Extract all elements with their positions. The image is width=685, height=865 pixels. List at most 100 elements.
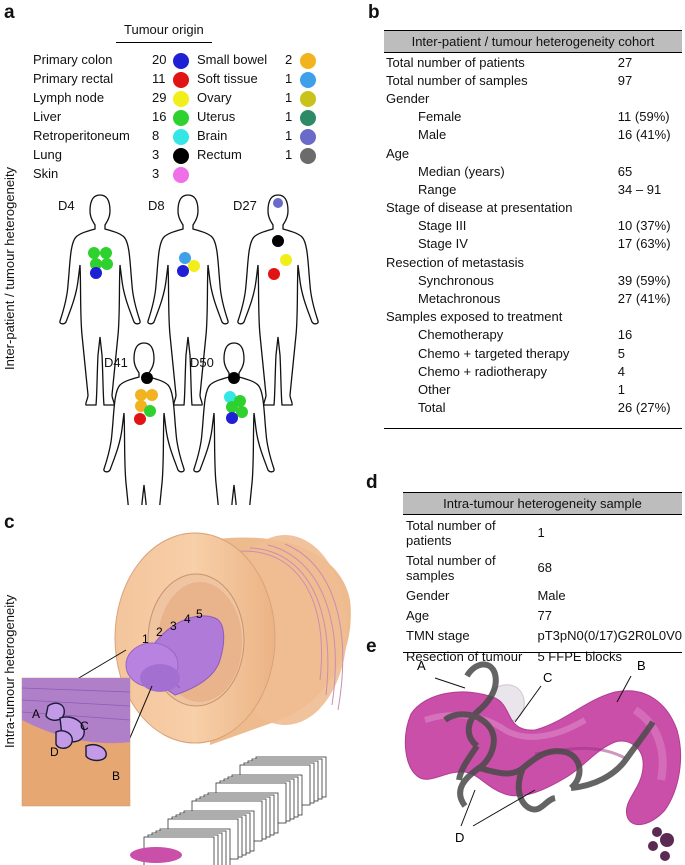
origin-count: 20 xyxy=(152,52,167,67)
row-label: Chemo + radiotherapy xyxy=(418,363,547,379)
d50-dot xyxy=(228,372,240,384)
ring-number-5: 5 xyxy=(196,607,203,621)
row-label: Synchronous xyxy=(418,272,494,288)
origin-count: 1 xyxy=(285,109,293,124)
table-row: Median (years)65 xyxy=(384,162,682,180)
row-label: Male xyxy=(418,127,447,143)
row-value: 77 xyxy=(537,608,552,624)
d50-dot xyxy=(226,412,238,424)
d8-dot xyxy=(177,265,189,277)
origin-name: Lung xyxy=(33,147,62,162)
body-figures xyxy=(59,194,319,505)
table-row: Chemo + targeted therapy 5 xyxy=(384,344,682,362)
row-value: 17 (63%) xyxy=(617,236,671,252)
d27-dot xyxy=(272,235,284,247)
section-letter-b: B xyxy=(637,658,646,673)
row-value xyxy=(606,308,682,326)
cohort-table-bottom-rule xyxy=(384,428,682,429)
d50-dot xyxy=(224,391,236,403)
cohort-table-header: Inter-patient / tumour heterogeneity coh… xyxy=(384,30,682,53)
origin-name: Liver xyxy=(33,109,62,124)
row-value: 65 xyxy=(617,163,633,179)
origin-color-dot xyxy=(173,110,189,126)
row-value: pT3pN0(0/17)G2R0L0V0 xyxy=(537,628,682,644)
table-row: Gender xyxy=(384,89,682,107)
origin-count: 1 xyxy=(285,128,293,143)
origin-count: 29 xyxy=(152,90,167,105)
inset-letter-d: D xyxy=(50,745,59,759)
section-letter-a: A xyxy=(417,658,426,673)
ring-number-1: 1 xyxy=(142,632,149,646)
row-label: Total number of samples xyxy=(386,72,528,88)
d41-dot xyxy=(146,389,158,401)
row-value xyxy=(606,199,682,217)
inset-letter-a: A xyxy=(32,707,40,721)
row-label: Gender xyxy=(386,90,430,106)
origin-color-dot xyxy=(300,110,316,126)
d4-dot xyxy=(101,258,113,270)
origin-color-dot xyxy=(173,167,189,183)
table-row: Synchronous 39 (59%) xyxy=(384,271,682,289)
origin-color-dot xyxy=(173,53,189,69)
row-label: Chemo + targeted therapy xyxy=(418,345,570,361)
figure-d4 xyxy=(59,194,141,406)
figure-d8 xyxy=(147,194,229,406)
patient-label-d27: D27 xyxy=(233,198,257,213)
origin-color-dot xyxy=(300,148,316,164)
legend-title-rule xyxy=(116,42,212,43)
panel-letter-b: b xyxy=(368,2,380,23)
row-label: Stage of disease at presentation xyxy=(386,200,573,216)
table-row: Stage IV 17 (63%) xyxy=(384,235,682,253)
origin-name: Primary rectal xyxy=(33,71,114,86)
slide-tissue xyxy=(130,847,182,863)
d50-dot xyxy=(236,406,248,418)
row-value xyxy=(606,144,682,162)
row-value: 68 xyxy=(537,560,552,576)
d27-dot xyxy=(268,268,280,280)
origin-name: Lymph node xyxy=(33,90,105,105)
inset-letter-c: C xyxy=(80,719,89,733)
row-value: 11 (59%) xyxy=(617,109,670,125)
row-label: Total xyxy=(418,400,446,416)
origin-color-dot xyxy=(300,53,316,69)
d4-dot xyxy=(90,258,102,270)
ring-number-3: 3 xyxy=(170,619,177,633)
row-value: 10 (37%) xyxy=(617,218,671,234)
row-label: Stage IV xyxy=(418,236,468,252)
row-value: 1 xyxy=(617,381,626,397)
origin-color-dot xyxy=(173,91,189,107)
row-label: Range xyxy=(418,181,457,197)
d8-dot xyxy=(179,252,191,264)
patient-label-d8: D8 xyxy=(148,198,165,213)
panel-letter-c: c xyxy=(4,512,15,533)
d41-dot xyxy=(134,413,146,425)
origin-name: Soft tissue xyxy=(197,71,258,86)
intra-tumour-table-bottom-rule xyxy=(403,652,682,653)
origin-count: 3 xyxy=(152,166,160,181)
sample-region-outlines xyxy=(443,661,656,813)
row-value: 5 xyxy=(617,345,626,361)
row-value: 1 xyxy=(537,525,545,541)
he-section-image: A B C D xyxy=(404,658,682,861)
d50-dot xyxy=(226,401,238,413)
row-label: Total number of samples xyxy=(406,552,496,583)
ring-number-2: 2 xyxy=(156,625,163,639)
d41-dot xyxy=(135,400,147,412)
row-value: 39 (59%) xyxy=(617,272,671,288)
origin-color-dot xyxy=(300,129,316,145)
origin-name: Retroperitoneum xyxy=(33,128,130,143)
origin-name: Primary colon xyxy=(33,52,113,67)
origin-color-dot xyxy=(300,91,316,107)
row-label: Gender xyxy=(406,587,450,603)
